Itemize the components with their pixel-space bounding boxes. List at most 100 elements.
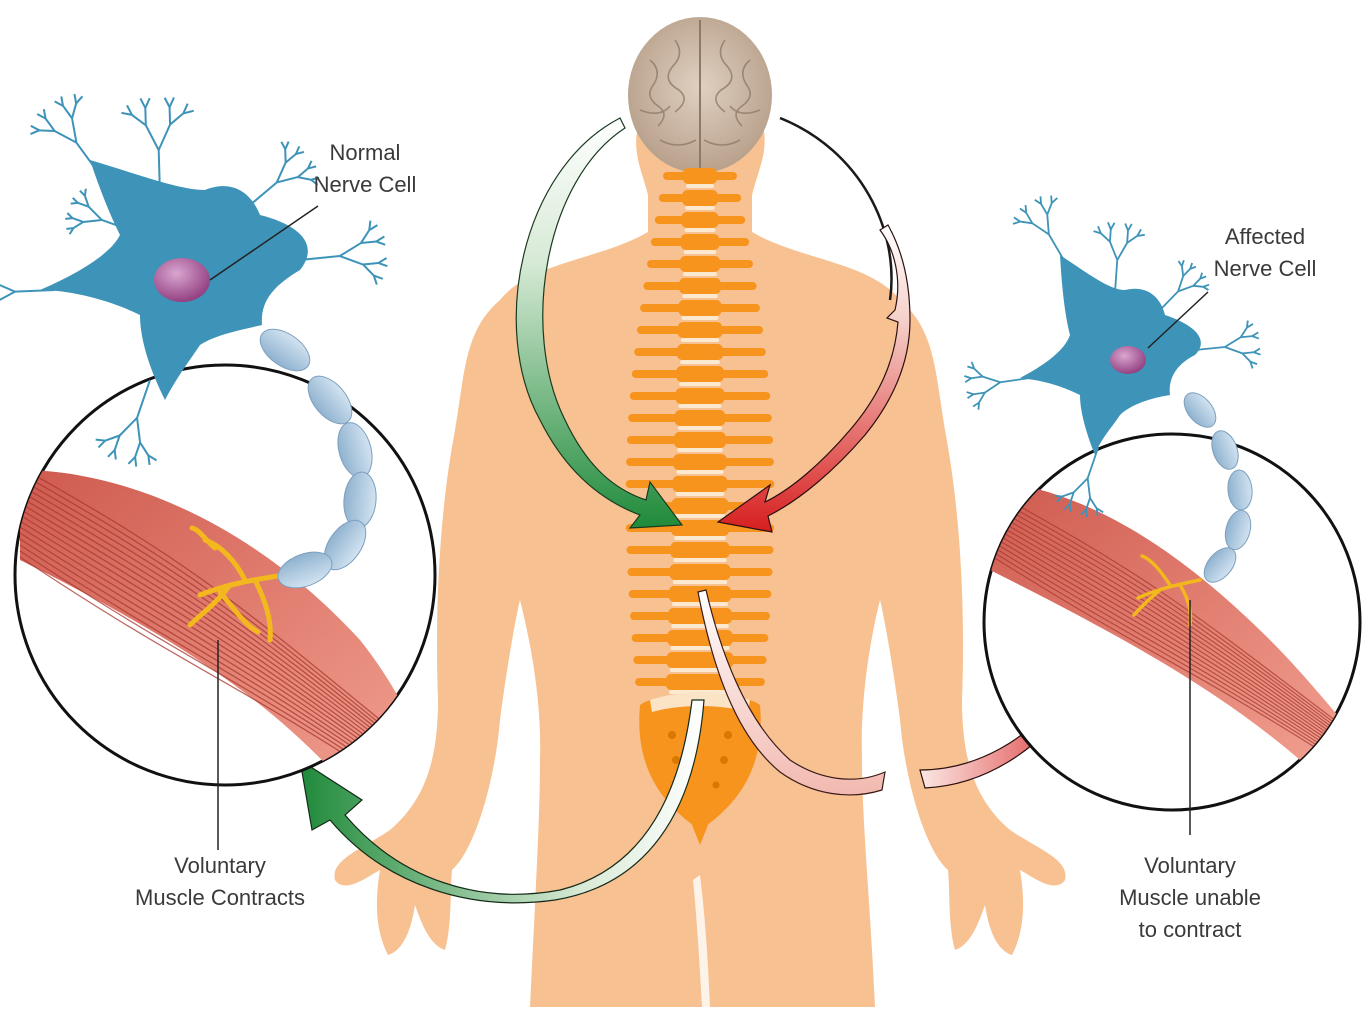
dendrite-branch [31,126,39,130]
vertebra-disc [679,404,722,408]
dendrite-branch [1097,508,1098,516]
vertebra-body [673,476,728,492]
vertebra-disc [676,492,725,496]
dendrite-branch [0,292,15,304]
right-muscle-label-line2: Muscle unable [1095,882,1285,914]
affected-muscle-panel [984,434,1360,810]
vertebra-body [678,322,722,338]
dendrite-branch [135,457,136,466]
dendrite-branch [73,222,83,228]
dendrite-branch [159,125,170,150]
dendrite-branch [277,163,286,183]
dendrite-branch [85,189,86,196]
dendrite-branch [1254,352,1261,354]
dendrite-branch [72,103,76,118]
dendrite-branch [340,243,361,256]
dendrite-branch [1041,204,1047,215]
dendrite-branch [285,142,288,150]
dendrite-branch [361,230,369,243]
dendrite-branch [1014,217,1020,221]
dendrite-branch [30,130,39,134]
dendrite-branch [145,108,146,125]
affected-cell-label-line2: Nerve Cell [1195,253,1335,285]
dendrite-branch [378,258,386,263]
dendrite-branch [983,377,1001,383]
vertebra-body [683,168,717,184]
dendrite-branch [148,455,149,464]
dendrite-branch [376,242,385,245]
dendrite-branch [376,237,384,242]
vertebra-body [681,234,719,250]
dendrite-branch [1032,223,1048,234]
vertebra-body [682,212,719,228]
dendrite-branch [1127,236,1137,243]
dendrite-branch [165,98,170,108]
vertebra-body [677,344,723,360]
vertebra-disc [673,558,726,562]
normal-cell-label-line2: Nerve Cell [300,169,430,201]
dendrite-branch [1182,266,1183,276]
vertebra-disc [682,316,719,320]
dendrite-branch [974,369,982,377]
dendrite-branch [1115,260,1117,292]
dendrite-branch [63,106,72,118]
vertebra-disc [675,514,725,518]
dendrite-branch [115,450,116,459]
vertebra-body [682,190,717,206]
dendrite-branch [363,265,374,276]
dendrite-branch [1127,231,1128,243]
dendrite-branch [1252,336,1259,338]
dendrite-branch [363,263,378,265]
left-muscle-label: Voluntary Muscle Contracts [110,850,330,914]
dendrite-branch [1047,215,1049,235]
dendrite-branch [971,377,982,379]
dendrite-branch [1193,286,1203,287]
dendrite-branch [145,98,149,108]
vertebra-disc [683,272,717,276]
vertebra-disc [677,448,723,452]
vertebra-body [672,498,728,514]
normal-muscle-panel [15,365,435,790]
affected-cell-label: Affected Nerve Cell [1195,221,1335,285]
vertebra-disc [684,250,716,254]
dendrite-branch [1110,229,1111,241]
dendrite-branch [1242,352,1253,353]
dendrite-branch [1225,337,1241,347]
right-muscle-label-line3: to contract [1095,914,1285,946]
vertebra-disc [676,470,723,474]
right-muscle-label-line1: Voluntary [1095,850,1285,882]
dendrite-branch [83,220,101,222]
dendrite-branch [361,242,376,244]
vertebra-body [679,278,720,294]
dendrite-branch [76,96,82,103]
affected-cell-label-line1: Affected [1195,221,1335,253]
dendrite-branch [1117,243,1127,260]
vertebra-disc [682,294,717,298]
dendrite-branch [1137,235,1145,236]
dendrite-branch [73,198,78,203]
dendrite-branch [1128,224,1132,231]
dendrite-branch [140,98,145,108]
vertebra-disc [681,338,719,342]
dendrite-branch [170,113,183,124]
myelin-segment [1178,387,1222,433]
dendrite-branch [1183,269,1190,276]
dendrite-branch [89,207,102,220]
dendrite-branch [378,263,387,266]
dendrite-branch [96,440,105,441]
vertebra-disc [671,624,729,628]
dendrite-branch [1026,205,1027,213]
left-muscle-label-line1: Voluntary [110,850,330,882]
vertebra-disc [680,360,720,364]
dendrite-branch [1182,260,1184,266]
vertebra-body [676,388,725,404]
vertebra-body [667,630,732,646]
dendrite-branch [170,97,174,107]
dendrite-branch [1047,203,1051,214]
vertebra-disc [678,426,722,430]
vertebra-body [668,608,732,624]
dendrite-branch [170,107,171,124]
dendrite-branch [66,228,73,229]
vertebra-body [670,564,731,580]
dendrite-branch [1160,291,1178,310]
